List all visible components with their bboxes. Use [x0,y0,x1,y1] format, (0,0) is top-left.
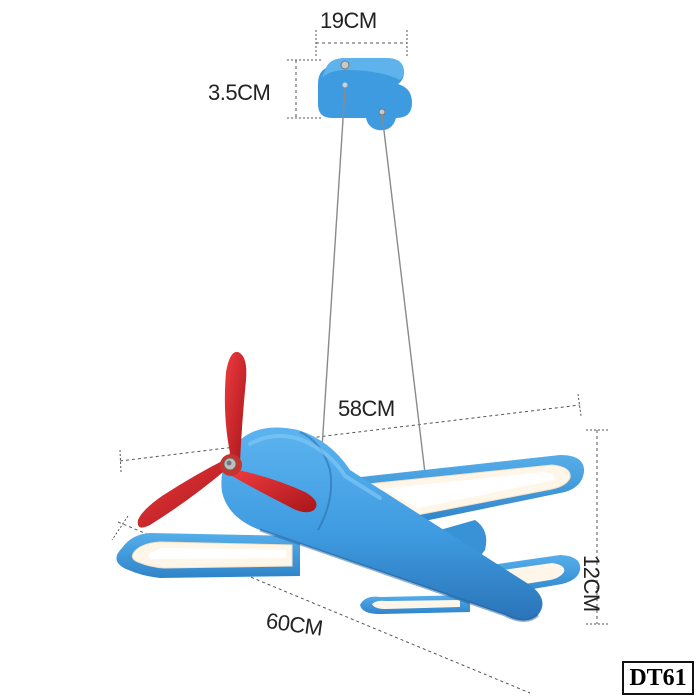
propeller [137,351,317,528]
canopy-width-label: 19CM [320,8,377,33]
wingspan-label: 58CM [338,396,395,421]
fuselage [221,427,543,622]
height-label: 12CM [579,555,604,612]
ceiling-canopy [318,58,412,131]
front-wing [116,533,300,578]
product-code-badge: DT61 [622,661,694,695]
canopy-height-label: 3.5CM [208,80,271,105]
suspension-wires [321,87,431,516]
rear-wing [352,455,585,525]
